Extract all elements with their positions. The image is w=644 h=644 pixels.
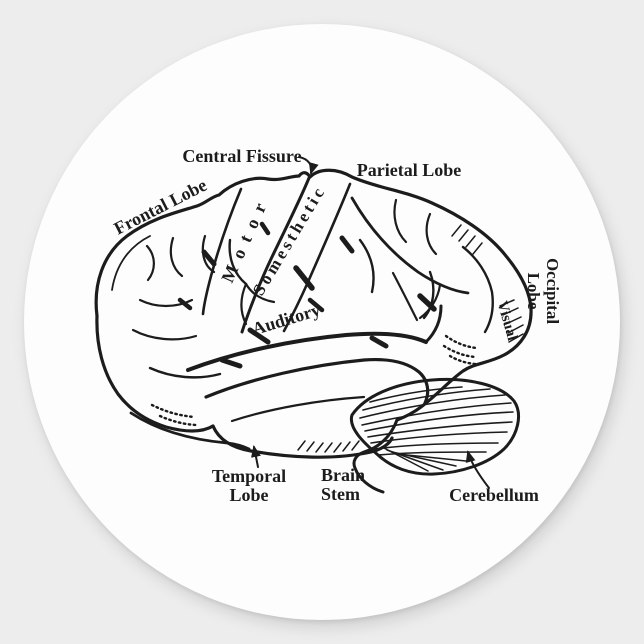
cerebellum-stripe	[367, 421, 513, 438]
label-occipital-line2: Lobe	[524, 273, 543, 310]
cerebrum-outline-top	[94, 168, 533, 422]
label-brain-stem-line2: Stem	[321, 484, 360, 504]
superior-temporal-sulcus	[230, 395, 366, 423]
ink-accent	[307, 297, 325, 313]
shading-texture	[150, 224, 524, 453]
sulcus-line	[201, 234, 216, 274]
sulcus-line	[358, 238, 375, 294]
label-brain-stem-line1: Brain	[321, 465, 365, 485]
label-temporal-lobe: Temporal Lobe	[212, 466, 286, 505]
temporal-hatching	[297, 440, 360, 453]
ink-accent	[247, 327, 271, 345]
frontal-underside-line	[129, 411, 251, 451]
parietal-occipital-sulci	[350, 196, 494, 334]
sulcus-line	[145, 244, 155, 282]
ink-accent	[369, 335, 389, 349]
sulcus-line	[169, 236, 184, 278]
label-brain-stem: Brain Stem	[321, 465, 365, 504]
sulcus-line	[240, 282, 248, 326]
cerebellum-fan-stripe	[396, 453, 467, 462]
sulcus-line	[148, 366, 222, 379]
occipital-hatching	[499, 299, 524, 343]
label-occipital-line1: Occipital	[543, 258, 562, 324]
ink-accent	[339, 235, 355, 254]
central-fissure-line	[240, 176, 311, 334]
cerebellum-outline	[349, 377, 520, 476]
diagram-labels: Central Fissure Parietal Lobe Frontal Lo…	[111, 146, 562, 505]
sulcus-line	[138, 298, 194, 308]
label-temporal-line2: Lobe	[229, 485, 268, 505]
ink-accent	[219, 357, 243, 369]
sulcus-line	[422, 270, 435, 320]
sulcus-line	[111, 235, 151, 291]
cerebellum-stripe	[370, 431, 508, 444]
label-auditory: Auditory	[250, 299, 323, 339]
cerebellum-stripe	[359, 394, 506, 419]
label-cerebellum: Cerebellum	[449, 485, 539, 505]
lateral-fissure-tip	[424, 304, 443, 344]
upper-right-hatching	[451, 224, 483, 255]
sulcus-line	[425, 212, 438, 256]
sulcus-line	[391, 271, 419, 322]
sulcus-line	[228, 238, 248, 286]
occipital-inner-line	[461, 245, 494, 334]
central-fissure-arrow	[298, 156, 319, 175]
brain-line-art	[94, 156, 533, 494]
cerebellum-stripes	[359, 386, 514, 472]
sulcus-line	[418, 283, 442, 320]
label-parietal-lobe: Parietal Lobe	[357, 160, 461, 180]
cerebellum-stripe	[364, 411, 514, 432]
orbital-stipple	[150, 403, 198, 427]
cerebellum-stripe	[373, 442, 499, 450]
cerebellum-stripe	[369, 386, 463, 403]
frontal-sulci	[111, 234, 276, 379]
label-temporal-line1: Temporal	[212, 466, 286, 486]
lateral-fissure	[186, 331, 428, 372]
ink-accent	[201, 249, 217, 267]
intraparietal-sulcus	[350, 196, 470, 295]
temporal-lobe-arrow	[251, 445, 261, 468]
label-occipital-lobe: Occipital Lobe	[524, 258, 562, 324]
temporal-top-line	[204, 357, 430, 405]
postcentral-sulcus	[282, 182, 352, 333]
ink-accent	[259, 221, 271, 236]
visual-area-stipple	[442, 334, 478, 366]
brain-stem-outline	[352, 418, 399, 494]
ink-accent	[417, 293, 437, 312]
cerebellum-stripe	[361, 402, 512, 426]
sulcus-line	[131, 328, 198, 341]
label-visual: Visual	[494, 299, 520, 342]
round-sticker	[24, 24, 620, 620]
ink-accents	[177, 221, 437, 369]
cerebellum-arrow	[465, 450, 490, 489]
ink-accent	[293, 265, 315, 291]
sulcus-line	[244, 282, 276, 304]
sulcus-line	[393, 198, 408, 244]
precentral-sulcus	[201, 187, 243, 316]
cerebrum-outline-left	[95, 314, 215, 433]
ink-accent	[177, 297, 193, 311]
label-central-fissure: Central Fissure	[182, 146, 301, 166]
